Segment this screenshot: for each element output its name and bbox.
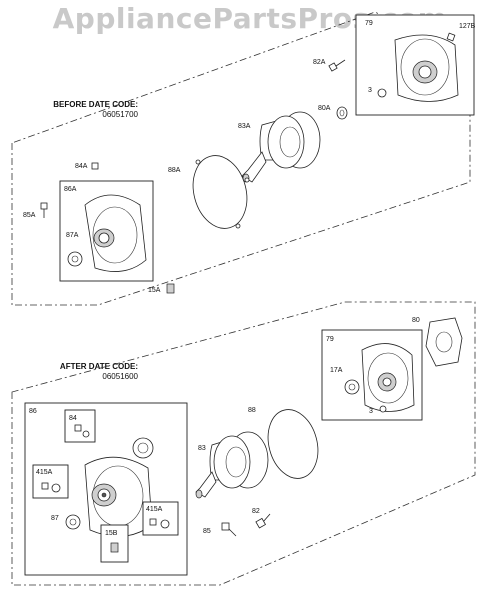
label-79-top: 79: [365, 20, 373, 27]
label-15a: 15A: [148, 287, 161, 294]
part-85-bolt: [221, 522, 237, 537]
part-82-bolt: [255, 513, 271, 529]
part-box-79-bottom: 79 17A 3: [321, 329, 423, 421]
part-82a-bolt: [328, 59, 346, 72]
label-88: 88: [248, 407, 256, 414]
after-section: 80 79 17A 3 88 83: [11, 301, 476, 586]
label-85: 85: [203, 528, 211, 535]
label-82a: 82A: [313, 59, 326, 66]
label-87a: 87A: [66, 232, 79, 239]
before-date-code: 06051700: [102, 110, 138, 119]
label-80: 80: [412, 317, 420, 324]
part-85a-bolt: [40, 202, 48, 218]
after-date-title: AFTER DATE CODE:: [59, 362, 138, 371]
before-section: 79 127B 3 82A 80A 83A: [11, 11, 476, 306]
before-section-outline: [11, 11, 471, 306]
label-88a: 88A: [168, 167, 181, 174]
label-83a: 83A: [238, 123, 251, 130]
label-84: 84: [69, 415, 77, 422]
label-415a-left: 415A: [36, 469, 53, 476]
label-17a: 17A: [330, 367, 343, 374]
part-15a-plug: [166, 283, 175, 294]
before-date-title: BEFORE DATE CODE:: [53, 100, 138, 109]
part-box-86a: 86A 87A: [59, 180, 154, 282]
part-88-gasket: [267, 409, 319, 479]
part-88a-gasket: [192, 155, 250, 229]
label-82: 82: [252, 508, 260, 515]
label-127b: 127B: [459, 23, 476, 30]
label-3-top: 3: [368, 87, 372, 94]
before-date-label: BEFORE DATE CODE: 06051700: [30, 100, 138, 120]
label-87: 87: [51, 515, 59, 522]
label-15b: 15B: [105, 530, 118, 537]
part-box-79-top: 79 127B 3: [355, 14, 476, 116]
label-79-bottom: 79: [326, 336, 334, 343]
label-84a: 84A: [75, 163, 88, 170]
part-83a-drum: [241, 111, 321, 183]
part-box-86: 86 84 415A 415A: [24, 402, 188, 576]
label-3-bottom: 3: [369, 408, 373, 415]
label-85a: 85A: [23, 212, 36, 219]
label-415a-right: 415A: [146, 506, 163, 513]
after-date-code: 06051600: [102, 372, 138, 381]
part-84a-nut: [91, 162, 99, 170]
label-86: 86: [29, 408, 37, 415]
label-83: 83: [198, 445, 206, 452]
part-80-gasket: [425, 317, 463, 367]
label-86a: 86A: [64, 186, 77, 193]
label-80a: 80A: [318, 105, 331, 112]
after-date-label: AFTER DATE CODE: 06051600: [30, 362, 138, 382]
part-80a-seal: [336, 106, 348, 120]
after-section-outline: [11, 301, 476, 586]
part-83-drum: [195, 431, 269, 499]
